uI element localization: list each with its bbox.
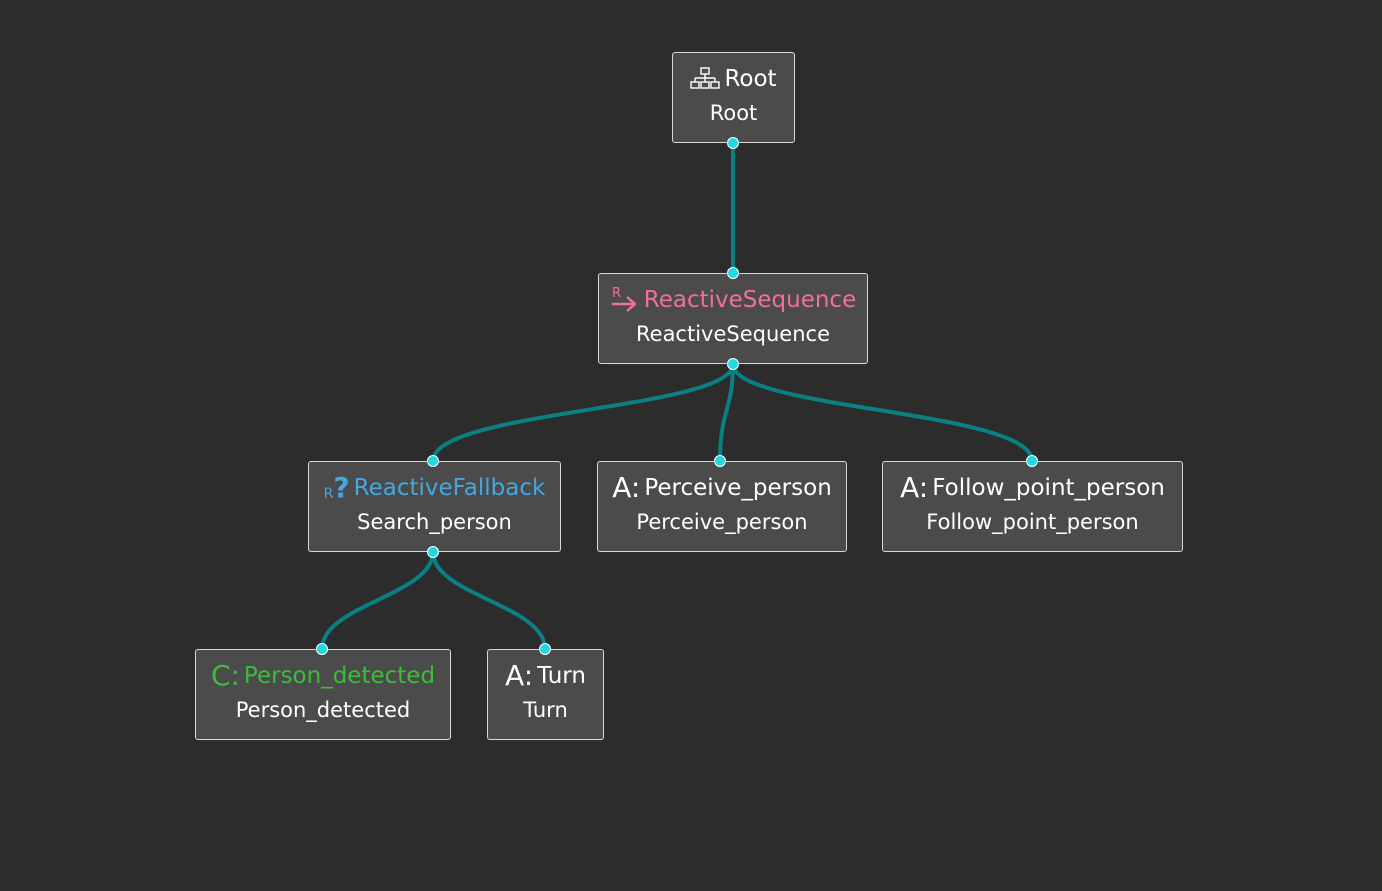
node-person-detected-header: C: Person_detected <box>196 661 450 691</box>
port-perceive-person-input[interactable] <box>714 455 726 467</box>
reactive-fallback-icon-letter: R <box>323 486 334 502</box>
edge-reactive-fallback-to-person-detected <box>320 551 435 650</box>
edge-reactive-sequence-to-reactive-fallback <box>431 363 735 462</box>
reactive-fallback-icon: R ? <box>324 473 350 503</box>
node-reactive-fallback[interactable]: R ? ReactiveFallback Search_person <box>308 461 561 552</box>
node-reactive-fallback-header: R ? ReactiveFallback <box>309 473 560 503</box>
node-type-label: Perceive_person <box>644 475 832 501</box>
tree-icon <box>690 67 721 91</box>
port-reactive-sequence-input[interactable] <box>727 267 739 279</box>
condition-icon: C: <box>210 659 240 692</box>
node-follow-point-person[interactable]: A: Follow_point_person Follow_point_pers… <box>882 461 1183 552</box>
port-reactive-fallback-output[interactable] <box>427 546 439 558</box>
action-icon: A: <box>612 471 641 504</box>
edge-reactive-sequence-to-follow-point-person <box>731 363 1034 462</box>
reactive-fallback-icon-symbol: ? <box>333 471 350 504</box>
node-type-label: Root <box>724 66 777 92</box>
action-icon: A: <box>900 471 929 504</box>
reactive-sequence-icon-letter: R <box>612 286 621 301</box>
node-reactive-sequence[interactable]: R ReactiveSequence ReactiveSequence <box>598 273 868 364</box>
edge-reactive-sequence-to-perceive-person <box>718 363 735 462</box>
action-icon: A: <box>505 659 534 692</box>
node-instance-name: ReactiveSequence <box>636 322 830 346</box>
node-instance-name: Turn <box>523 698 568 722</box>
port-turn-input[interactable] <box>539 643 551 655</box>
port-reactive-sequence-output[interactable] <box>727 358 739 370</box>
node-turn-header: A: Turn <box>488 661 603 691</box>
reactive-sequence-icon: R <box>610 285 640 315</box>
node-instance-name: Follow_point_person <box>926 510 1139 534</box>
port-follow-point-person-input[interactable] <box>1026 455 1038 467</box>
node-type-label: Person_detected <box>243 663 436 689</box>
node-instance-name: Person_detected <box>235 698 411 722</box>
node-root-header: Root <box>673 64 794 94</box>
node-type-label: ReactiveFallback <box>353 475 546 501</box>
node-perceive-person[interactable]: A: Perceive_person Perceive_person <box>597 461 847 552</box>
node-type-label: Follow_point_person <box>932 475 1165 501</box>
edge-reactive-fallback-to-turn <box>431 551 547 650</box>
node-instance-name: Search_person <box>357 510 512 534</box>
port-root-output[interactable] <box>727 137 739 149</box>
port-reactive-fallback-input[interactable] <box>427 455 439 467</box>
node-instance-name: Perceive_person <box>636 510 808 534</box>
node-person-detected[interactable]: C: Person_detected Person_detected <box>195 649 451 740</box>
node-follow-point-person-header: A: Follow_point_person <box>883 473 1182 503</box>
node-perceive-person-header: A: Perceive_person <box>598 473 846 503</box>
node-type-label: ReactiveSequence <box>643 287 857 313</box>
node-turn[interactable]: A: Turn Turn <box>487 649 604 740</box>
port-person-detected-input[interactable] <box>316 643 328 655</box>
node-reactive-sequence-header: R ReactiveSequence <box>599 285 867 315</box>
node-root[interactable]: Root Root <box>672 52 795 143</box>
node-instance-name: Root <box>709 101 758 125</box>
node-type-label: Turn <box>537 663 586 689</box>
